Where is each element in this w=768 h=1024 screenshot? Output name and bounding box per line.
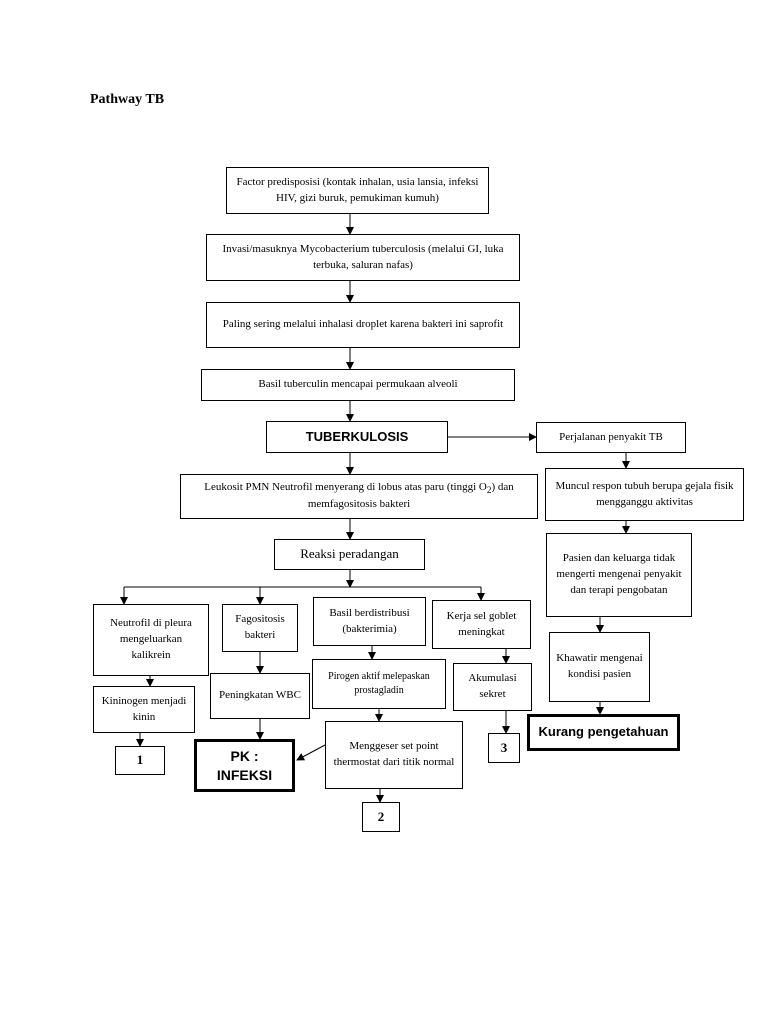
node-fagositosis: Fagositosis bakteri: [222, 604, 298, 652]
node-reaksi-peradangan: Reaksi peradangan: [274, 539, 425, 570]
node-muncul-respon: Muncul respon tubuh berupa gejala fisik …: [545, 468, 744, 521]
node-pk-infeksi: PK : INFEKSI: [194, 739, 295, 792]
leukosit-subscript: 2: [486, 484, 492, 495]
arrow-menggeser-pk: [296, 744, 326, 761]
node-invasi: Invasi/masuknya Mycobacterium tuberculos…: [206, 234, 520, 281]
leukosit-text: Leukosit PMN Neutrofil menyerang di lobu…: [187, 480, 531, 513]
node-paling-sering: Paling sering melalui inhalasi droplet k…: [206, 302, 520, 348]
node-factor-predisposisi: Factor predisposisi (kontak inhalan, usi…: [226, 167, 489, 214]
node-basil-berdistribusi: Basil berdistribusi (bakterimia): [313, 597, 426, 646]
node-peningkatan-wbc: Peningkatan WBC: [210, 673, 310, 719]
node-neutrofil: Neutrofil di pleura mengeluarkan kalikre…: [93, 604, 209, 676]
node-kurang-pengetahuan: Kurang pengetahuan: [527, 714, 680, 751]
node-pasien-keluarga: Pasien dan keluarga tidak mengerti menge…: [546, 533, 692, 617]
node-kininogen: Kininogen menjadi kinin: [93, 686, 195, 733]
node-akumulasi-sekret: Akumulasi sekret: [453, 663, 532, 711]
node-basil-tuberculin: Basil tuberculin mencapai permukaan alve…: [201, 369, 515, 401]
node-perjalanan: Perjalanan penyakit TB: [536, 422, 686, 453]
node-khawatir: Khawatir mengenai kondisi pasien: [549, 632, 650, 702]
leukosit-text-a: Leukosit PMN Neutrofil menyerang di lobu…: [204, 480, 487, 493]
node-number-2: 2: [362, 802, 400, 832]
node-pirogen: Pirogen aktif melepaskan prostagladin: [312, 659, 446, 709]
leukosit-text-b: ) dan memfagositosis bakteri: [307, 480, 514, 511]
node-number-1: 1: [115, 746, 165, 775]
page-title: Pathway TB: [90, 92, 165, 107]
node-kerja-sel-goblet: Kerja sel goblet meningkat: [432, 600, 531, 649]
node-tuberkulosis: TUBERKULOSIS: [266, 421, 448, 453]
node-number-3: 3: [488, 733, 520, 763]
node-menggeser: Menggeser set point thermostat dari titi…: [325, 721, 463, 789]
node-leukosit: Leukosit PMN Neutrofil menyerang di lobu…: [180, 474, 538, 519]
